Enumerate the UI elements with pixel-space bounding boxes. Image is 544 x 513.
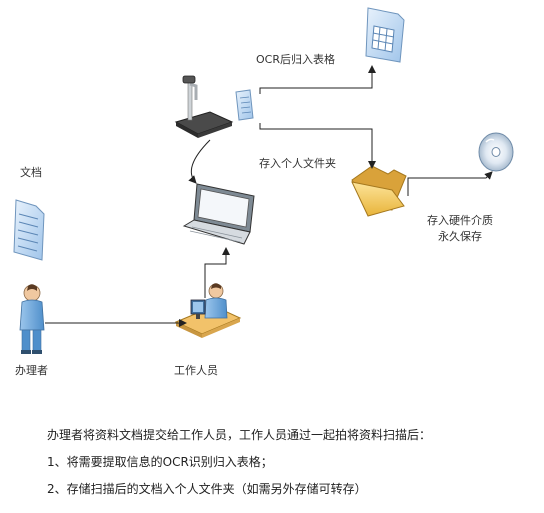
scanned-document-icon xyxy=(235,89,254,121)
arrow-scanner-to-laptop xyxy=(188,139,211,184)
handler-person-icon xyxy=(19,284,45,354)
label-ocr-to-table: OCR后归入表格 xyxy=(256,53,335,66)
label-archive-line2: 永久保存 xyxy=(438,230,482,243)
arrow-staff-to-laptop xyxy=(204,247,230,298)
scanner-icon xyxy=(174,75,234,138)
label-save-to-folder: 存入个人文件夹 xyxy=(259,157,336,170)
label-document: 文档 xyxy=(20,166,42,179)
flow-arrows xyxy=(45,65,493,327)
label-handler: 办理者 xyxy=(15,364,48,377)
folder-icon xyxy=(351,165,407,217)
caption-intro: 办理者将资料文档提交给工作人员，工作人员通过一起拍将资料扫描后： xyxy=(47,428,432,442)
disc-icon xyxy=(478,132,514,172)
table-document-icon xyxy=(365,7,405,63)
staff-workstation-icon xyxy=(174,283,242,338)
caption-step1: 1、将需要提取信息的OCR识别归入表格； xyxy=(47,455,273,469)
document-icon xyxy=(13,199,45,261)
arrow-scanner-to-folder xyxy=(259,123,376,169)
label-archive-line1: 存入硬件介质 xyxy=(427,214,493,227)
arrow-folder-to-disc xyxy=(407,171,493,196)
arrow-scanner-to-table xyxy=(259,65,376,94)
label-staff: 工作人员 xyxy=(174,364,218,377)
laptop-icon xyxy=(182,183,255,245)
caption-step2: 2、存储扫描后的文档入个人文件夹（如需另外存储可转存） xyxy=(47,482,367,496)
